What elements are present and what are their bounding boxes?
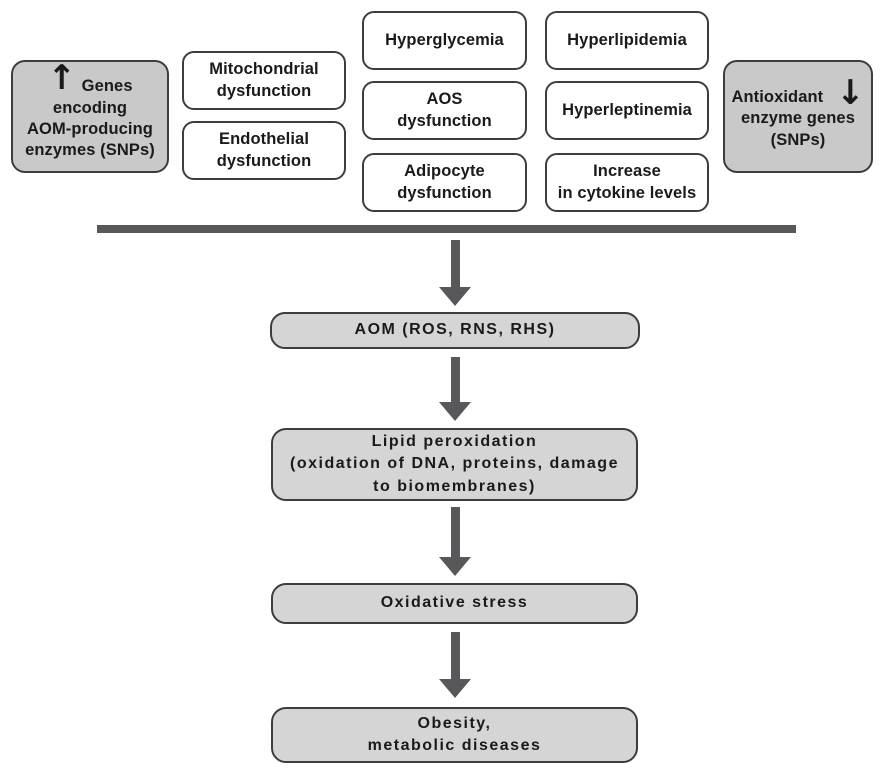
flow-box-line: Oxidative stress xyxy=(380,594,529,612)
box-genes-line: Genes encoding xyxy=(52,77,133,117)
box-aom-ros-rns-rhs: AOM (ROS, RNS, RHS) xyxy=(270,312,640,349)
box-oxidative-stress: Oxidative stress xyxy=(271,583,638,624)
arrow-head xyxy=(439,402,471,421)
flow-box-line: (oxidation of DNA, proteins, damage xyxy=(290,455,619,473)
box-label-line: Hyperleptinemia xyxy=(562,100,692,119)
box-label-line: Increase xyxy=(593,162,661,181)
flow-box-line: to biomembranes) xyxy=(373,477,536,495)
box-lipid-peroxidation: Lipid peroxidation (oxidation of DNA, pr… xyxy=(271,428,638,501)
down-arrow-icon xyxy=(439,240,471,306)
box-label-line: Mitochondrial xyxy=(209,60,319,79)
box-genes-encoding-snps: ↑ Genes encoding AOM-producing enzymes (… xyxy=(11,60,169,173)
box-mitochondrial-dysfunction: Mitochondrial dysfunction xyxy=(182,51,346,110)
box-aos-dysfunction: AOS dysfunction xyxy=(362,81,527,140)
down-arrow-icon xyxy=(439,632,471,698)
box-label-line: Hyperlipidemia xyxy=(567,30,687,49)
box-label-line: dysfunction xyxy=(216,81,312,100)
arrow-head xyxy=(439,287,471,306)
box-adipocyte-dysfunction: Adipocyte dysfunction xyxy=(362,153,527,212)
flow-box-line: AOM (ROS, RNS, RHS) xyxy=(354,321,556,339)
box-label-line: dysfunction xyxy=(397,183,492,202)
box-label-line: dysfunction xyxy=(397,111,492,130)
down-arrow-icon xyxy=(439,357,471,421)
arrow-shaft xyxy=(450,507,460,557)
up-arrow-icon: ↑ xyxy=(47,58,76,99)
box-endothelial-dysfunction: Endothelial dysfunction xyxy=(182,121,346,180)
box-genes-line: enzymes (SNPs) xyxy=(25,141,155,160)
arrow-shaft xyxy=(450,357,460,402)
box-label-line: in cytokine levels xyxy=(557,183,697,202)
box-cytokine-increase: Increase in cytokine levels xyxy=(545,153,709,212)
box-hyperlipidemia: Hyperlipidemia xyxy=(545,11,709,70)
box-label-line: dysfunction xyxy=(216,151,312,170)
flow-box-line: metabolic diseases xyxy=(367,737,542,754)
box-label-line: Hyperglycemia xyxy=(385,30,504,49)
down-arrow-icon: ↓ xyxy=(835,72,865,113)
arrow-shaft xyxy=(450,240,460,287)
box-antioxidant-line: Antioxidant xyxy=(731,87,824,106)
box-antioxidant-enzyme-snps: Antioxidant ↓ enzyme genes (SNPs) xyxy=(723,60,873,173)
box-antioxidant-line: (SNPs) xyxy=(770,130,826,149)
box-label-line: AOS xyxy=(426,90,463,109)
box-hyperglycemia: Hyperglycemia xyxy=(362,11,527,70)
box-label-line: Adipocyte xyxy=(404,162,485,181)
separator-bar xyxy=(97,225,796,233)
arrow-shaft xyxy=(450,632,460,679)
box-antioxidant-line: enzyme genes xyxy=(740,109,855,128)
flow-box-line: Lipid peroxidation xyxy=(371,432,538,450)
down-arrow-icon xyxy=(439,507,471,576)
box-obesity-metabolic-diseases: Obesity, metabolic diseases xyxy=(271,707,638,763)
arrow-head xyxy=(439,557,471,576)
flow-box-line: Obesity, xyxy=(417,714,492,732)
arrow-head xyxy=(439,679,471,698)
box-genes-line: AOM-producing xyxy=(27,120,153,138)
box-label-line: Endothelial xyxy=(218,130,310,149)
box-hyperleptinemia: Hyperleptinemia xyxy=(545,81,709,140)
